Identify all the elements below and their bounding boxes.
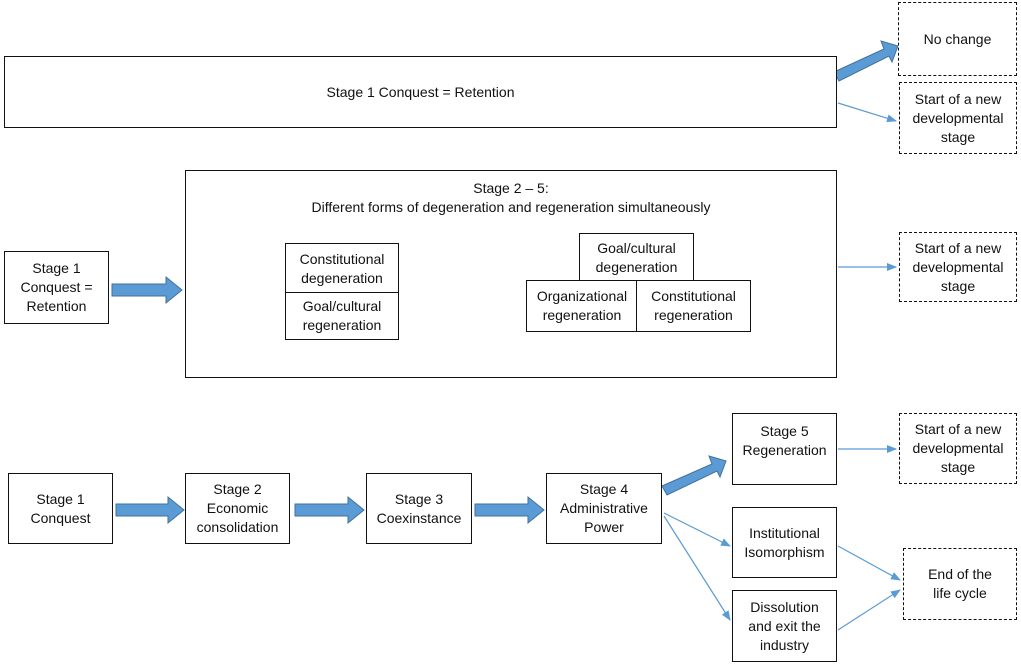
thin-arrow-stage4-to-dissolution [663, 515, 731, 621]
stage2-5-container: Stage 2 – 5: Different forms of degenera… [185, 170, 837, 378]
stage5-label: Stage 5 Regeneration [742, 423, 827, 458]
goal-cultural-regeneration-box: Goal/cultural regeneration [285, 292, 399, 340]
goal-cultural-degeneration-box: Goal/cultural degeneration [579, 233, 694, 282]
thick-arrow-stage4-to-stage5 [661, 455, 727, 496]
thick-arrow-stage3-to-stage4 [474, 495, 545, 525]
end-of-life-cycle-box: End of the life cycle [903, 548, 1017, 620]
thin-arrow-dissolution-to-end [837, 589, 901, 631]
thick-arrow-no-change [833, 40, 899, 82]
thick-arrow-stage1-to-container [111, 275, 183, 305]
organizational-regeneration-box: Organizational regeneration [526, 280, 638, 332]
constitutional-regeneration-box: Constitutional regeneration [636, 280, 751, 332]
thick-arrow-stage1-to-stage2 [115, 495, 185, 525]
new-stage-box-row1: Start of a new developmental stage [899, 82, 1017, 154]
stage2-economic-consolidation-box: Stage 2 Economic consolidation [185, 473, 290, 544]
new-stage-box-row3: Start of a new developmental stage [899, 413, 1017, 484]
stage1-conquest-retention-box: Stage 1 Conquest = Retention [4, 251, 109, 324]
stage1-conquest-box: Stage 1 Conquest [8, 473, 113, 544]
dissolution-exit-box: Dissolution and exit the industry [732, 590, 837, 662]
new-stage-box-row2: Start of a new developmental stage [899, 232, 1017, 302]
thin-arrow-stage4-to-institutional [663, 512, 731, 547]
stage3-coexinstance-box: Stage 3 Coexinstance [366, 473, 472, 544]
stage5-regeneration-box: Stage 5 Regeneration [732, 413, 837, 485]
stage1-conquest-retention-wide-box: Stage 1 Conquest = Retention [4, 56, 837, 128]
thin-arrow-new-stage-row1 [837, 102, 897, 123]
thin-arrow-institutional-to-end [837, 545, 901, 581]
constitutional-degeneration-box: Constitutional degeneration [285, 243, 399, 294]
institutional-isomorphism-box: Institutional Isomorphism [732, 507, 837, 578]
thick-arrow-stage2-to-stage3 [294, 495, 365, 525]
container-title: Stage 2 – 5: Different forms of degenera… [311, 180, 711, 215]
stage4-administrative-power-box: Stage 4 Administrative Power [546, 473, 662, 544]
no-change-box: No change [898, 2, 1017, 76]
